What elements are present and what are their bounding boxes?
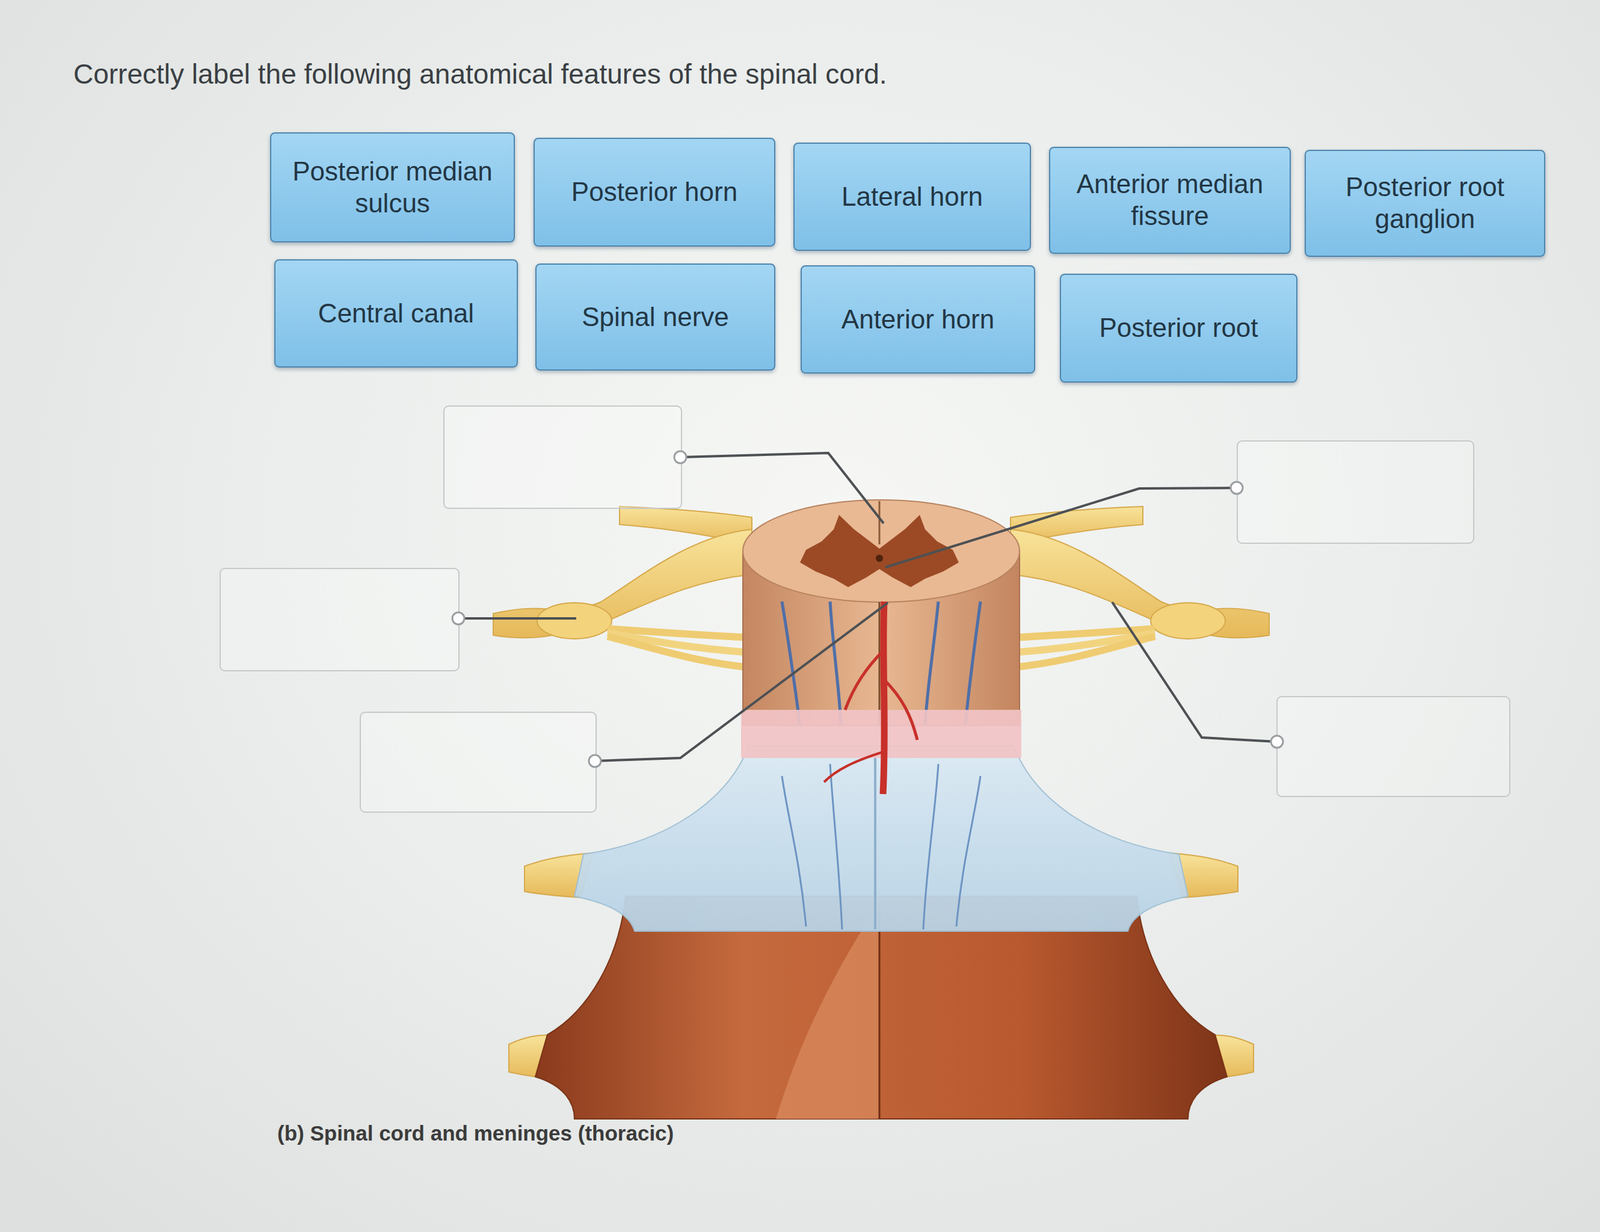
spinal-cord: [965, 601, 981, 725]
arachnoid-mater: [923, 763, 939, 930]
blood-vessels: [845, 649, 885, 710]
label-tile: Anterior horn: [800, 265, 1036, 374]
label-text: Posterior root ganglion: [1315, 171, 1535, 236]
spinal-cord: [830, 601, 841, 725]
leader-lines: [680, 452, 884, 524]
blood-vessels: [884, 679, 918, 740]
spinal-cord: [800, 514, 880, 588]
arachnoid-mater: [873, 757, 877, 930]
label-tile-text: Posterior median sulcus: [280, 155, 505, 220]
leader-dots: [1230, 481, 1243, 494]
label-tile-text: Anterior horn: [841, 303, 995, 336]
label-tile-text: Central canal: [318, 297, 474, 330]
spinal-nerve-right: [1010, 529, 1270, 638]
label-tile-text: Posterior horn: [571, 176, 738, 209]
leader-dots: [452, 451, 1284, 767]
blood-vessels: [824, 601, 918, 794]
label-text: Anterior horn: [841, 303, 995, 336]
leader-dots: [674, 451, 687, 464]
answer-drop-boxes: [1237, 440, 1474, 544]
arachnoid-mater: [956, 775, 981, 927]
spinal-cord: [875, 554, 884, 562]
label-tile: Posterior root ganglion: [1304, 149, 1546, 257]
arachnoid-mater: [781, 775, 807, 927]
leader-lines: [1112, 602, 1277, 742]
dura-mater: [878, 902, 881, 1119]
spinal-cord: [925, 601, 939, 725]
blood-vessels: [883, 601, 885, 794]
label-text: Spinal nerve: [581, 301, 730, 334]
spinal-nerve-left: [493, 529, 752, 638]
spinal-cord: [878, 602, 881, 725]
blood-vessels: [824, 751, 884, 782]
label-text: Posterior median sulcus: [280, 155, 505, 220]
label-text: Posterior root: [1098, 312, 1258, 345]
label-tile-text: Lateral horn: [841, 181, 983, 213]
spinal-nerve-left: [537, 602, 612, 639]
spinal-nerve-left: [607, 636, 752, 668]
spinal-cord: [742, 499, 1020, 603]
leader-dots: [588, 754, 601, 767]
leader-lines: [458, 617, 577, 620]
label-text: Lateral horn: [841, 181, 983, 213]
question-title: Correctly label the following anatomical…: [73, 57, 888, 91]
answer-drop-boxes: [220, 406, 1510, 813]
arachnoid-mater: [830, 763, 843, 930]
label-tile-text: Spinal nerve: [581, 301, 730, 334]
label-tile: Spinal nerve: [535, 263, 776, 371]
label-tile: Posterior horn: [533, 137, 776, 247]
figure-caption: (b) Spinal cord and meninges (thoracic): [277, 1121, 674, 1146]
label-text: Posterior horn: [571, 176, 738, 209]
label-tile: Posterior median sulcus: [270, 132, 515, 243]
spinal-cord: [878, 501, 881, 545]
spinal-nerve-right: [1150, 602, 1226, 639]
leader-dots: [452, 612, 465, 625]
label-tile: Central canal: [274, 259, 518, 368]
label-tile: Anterior median fissure: [1049, 146, 1291, 254]
label-text: Central canal: [318, 297, 474, 330]
label-text: Anterior median fissure: [1059, 168, 1280, 233]
answer-drop-boxes: [360, 712, 597, 813]
leader-dots: [1270, 735, 1284, 748]
label-tile: Lateral horn: [793, 142, 1031, 251]
answer-drop-boxes: [443, 406, 682, 509]
answer-drop-boxes: [220, 568, 459, 671]
label-tile: Posterior root: [1059, 273, 1298, 383]
label-tile-text: Anterior median fissure: [1059, 168, 1280, 233]
spinal-cord: [781, 601, 800, 725]
spinal-nerve-right: [1010, 636, 1155, 668]
leader-lines: [594, 602, 888, 761]
dura-mater: [775, 902, 880, 1119]
spinal-nerve-left: [493, 506, 752, 668]
spinal-cord: [879, 514, 959, 588]
answer-drop-boxes: [1276, 696, 1510, 797]
leader-lines: [885, 487, 1237, 568]
leader-lines: [458, 452, 1277, 761]
label-tile-text: Posterior root: [1098, 312, 1258, 345]
label-tile-text: Posterior root ganglion: [1315, 171, 1535, 236]
